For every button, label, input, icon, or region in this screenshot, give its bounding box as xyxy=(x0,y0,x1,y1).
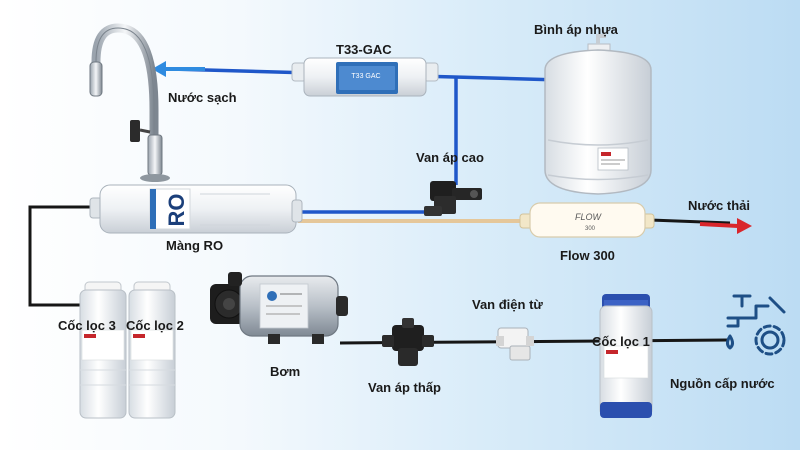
label-tank: Bình áp nhựa xyxy=(534,22,618,37)
faucet-icon xyxy=(89,23,170,182)
label-solenoid: Van điện từ xyxy=(472,297,543,312)
ro-product-text: RO xyxy=(164,194,189,227)
flow-restrictor: FLOW 300 xyxy=(519,202,655,238)
tube-ro-cup3 xyxy=(28,205,95,307)
filter-cup-1 xyxy=(599,294,653,418)
arrow-clean-water xyxy=(152,61,205,77)
booster-pump xyxy=(210,272,348,344)
label-pump: Bơm xyxy=(270,364,301,379)
label-clean-water: Nước sạch xyxy=(168,90,237,105)
high-pressure-valve xyxy=(424,181,482,216)
arrow-waste-water xyxy=(699,218,752,234)
flow-product-text: FLOW xyxy=(575,212,603,222)
label-ro-membrane: Màng RO xyxy=(166,238,224,253)
t33-gac-filter: T33 GAC xyxy=(291,57,439,97)
ro-membrane: RO xyxy=(89,184,303,234)
label-cup2: Cốc lọc 2 xyxy=(126,318,184,333)
flow-body xyxy=(529,202,646,238)
low-pressure-valve xyxy=(382,318,434,366)
filter-cup-2 xyxy=(128,281,176,419)
tube-waste-out xyxy=(649,218,731,225)
label-high-valve: Van áp cao xyxy=(416,150,484,165)
label-t33-gac: T33-GAC xyxy=(336,42,392,57)
label-flow: Flow 300 xyxy=(560,248,615,263)
filter-cup-3 xyxy=(79,281,127,419)
label-low-valve: Van áp thấp xyxy=(368,380,441,395)
flow-product-sub: 300 xyxy=(585,226,596,232)
t33-product-text: T33 GAC xyxy=(351,73,380,80)
solenoid-valve xyxy=(496,327,534,361)
label-source: Nguồn cấp nước xyxy=(670,376,775,391)
label-cup3: Cốc lọc 3 xyxy=(58,318,116,333)
label-cup1: Cốc lọc 1 xyxy=(592,334,650,349)
ro-body xyxy=(99,184,297,234)
tap-gear-icon xyxy=(726,294,786,356)
label-waste-water: Nước thải xyxy=(688,198,750,213)
pressure-tank xyxy=(544,34,652,195)
